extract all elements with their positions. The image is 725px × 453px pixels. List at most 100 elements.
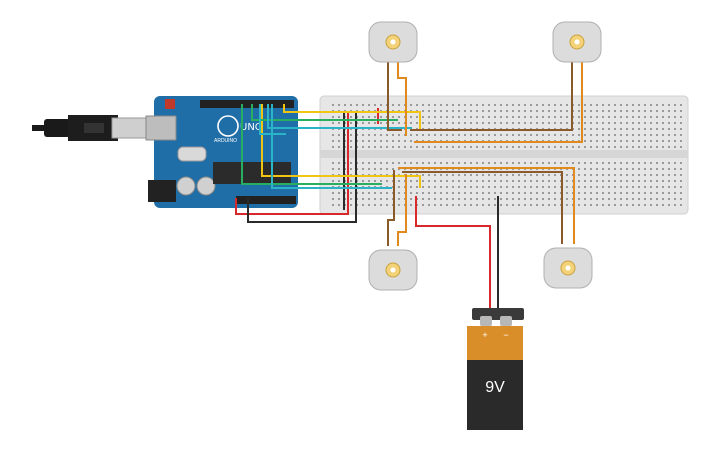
breadboard-hole <box>644 122 646 124</box>
wire-cyan-signal[interactable] <box>271 104 392 189</box>
breadboard-hole <box>422 134 424 136</box>
breadboard-hole <box>632 204 634 206</box>
breadboard-hole <box>578 128 580 130</box>
wire-brown-motor[interactable] <box>402 171 563 244</box>
usb-cable[interactable] <box>32 115 147 141</box>
arduino-board[interactable]: UNO ARDUINO <box>145 96 298 208</box>
breadboard-hole <box>398 186 400 188</box>
breadboard-hole <box>662 140 664 142</box>
wire-orange-motor[interactable] <box>414 62 583 143</box>
breadboard-hole <box>578 146 580 148</box>
breadboard-hole <box>542 162 544 164</box>
breadboard-hole <box>398 204 400 206</box>
wire-orange-motor[interactable] <box>398 167 575 244</box>
breadboard-hole <box>518 174 520 176</box>
breadboard-hole <box>578 174 580 176</box>
breadboard-hole <box>368 146 370 148</box>
capacitor <box>196 176 216 196</box>
breadboard-hole <box>650 146 652 148</box>
motor-top-left[interactable] <box>368 21 418 63</box>
breadboard-hole <box>674 186 676 188</box>
breadboard-hole <box>482 122 484 124</box>
breadboard-hole <box>404 162 406 164</box>
breadboard-hole <box>494 134 496 136</box>
wire-yellow-signal[interactable] <box>261 104 421 188</box>
breadboard-hole <box>680 186 682 188</box>
breadboard-hole <box>650 192 652 194</box>
breadboard-hole <box>464 204 466 206</box>
wire-cyan-signal[interactable] <box>259 104 286 135</box>
breadboard-hole <box>608 140 610 142</box>
breadboard-hole <box>662 186 664 188</box>
wire-orange-motor[interactable] <box>397 174 407 246</box>
breadboard-hole <box>620 104 622 106</box>
breadboard-hole <box>566 174 568 176</box>
breadboard-hole <box>494 116 496 118</box>
breadboard-hole <box>464 134 466 136</box>
breadboard-hole <box>458 122 460 124</box>
wire-green-signal[interactable] <box>251 104 398 121</box>
breadboard-hole <box>380 116 382 118</box>
wire-black-ground[interactable] <box>247 112 357 223</box>
wire-brown-motor[interactable] <box>410 62 573 131</box>
breadboard-hole <box>488 192 490 194</box>
breadboard-hole <box>500 162 502 164</box>
breadboard-hole <box>374 204 376 206</box>
breadboard-hole <box>476 186 478 188</box>
breadboard-hole <box>488 116 490 118</box>
wire-battery-positive[interactable] <box>415 196 491 312</box>
breadboard-hole <box>368 122 370 124</box>
breadboard-hole <box>614 180 616 182</box>
breadboard-hole <box>596 198 598 200</box>
breadboard-hole <box>626 110 628 112</box>
breadboard-hole <box>362 192 364 194</box>
breadboard-hole <box>494 192 496 194</box>
breadboard-hole <box>560 146 562 148</box>
breadboard-hole <box>482 174 484 176</box>
breadboard-hole <box>440 180 442 182</box>
battery-minus-label: − <box>503 330 508 340</box>
motor-bottom-right[interactable] <box>543 247 593 289</box>
breadboard-hole <box>680 198 682 200</box>
breadboard-hole <box>440 104 442 106</box>
wire-red-power[interactable] <box>235 112 349 215</box>
breadboard-hole <box>650 198 652 200</box>
breadboard-hole <box>536 146 538 148</box>
breadboard-hole <box>578 168 580 170</box>
breadboard-hole <box>386 134 388 136</box>
breadboard-hole <box>560 110 562 112</box>
breadboard-hole <box>332 204 334 206</box>
battery-9v[interactable]: + − 9V <box>467 308 524 430</box>
breadboard-hole <box>518 122 520 124</box>
breadboard-hole <box>602 122 604 124</box>
breadboard-hole <box>596 174 598 176</box>
breadboard-hole <box>488 146 490 148</box>
breadboard-hole <box>536 174 538 176</box>
breadboard-hole <box>650 110 652 112</box>
breadboard-hole <box>452 204 454 206</box>
motor-top-right[interactable] <box>552 21 602 63</box>
breadboard-hole <box>590 192 592 194</box>
wire-yellow-signal[interactable] <box>283 104 421 130</box>
breadboard-hole <box>596 204 598 206</box>
breadboard-hole <box>548 174 550 176</box>
wire-orange-motor[interactable] <box>397 62 407 136</box>
breadboard-hole <box>614 128 616 130</box>
breadboard-hole <box>608 146 610 148</box>
breadboard-hole <box>416 122 418 124</box>
breadboard-hole <box>512 134 514 136</box>
breadboard-hole <box>386 140 388 142</box>
breadboard-hole <box>668 134 670 136</box>
breadboard-hole <box>662 116 664 118</box>
breadboard[interactable] <box>319 95 689 215</box>
breadboard-hole <box>602 116 604 118</box>
wire-brown-motor[interactable] <box>387 170 395 246</box>
breadboard-hole <box>506 186 508 188</box>
wire-brown-motor[interactable] <box>387 62 402 131</box>
wire-cyan-signal[interactable] <box>267 104 412 129</box>
breadboard-hole <box>350 146 352 148</box>
motor-bottom-left[interactable] <box>368 249 418 291</box>
reset-button[interactable] <box>165 99 175 109</box>
wire-green-signal[interactable] <box>241 104 382 185</box>
